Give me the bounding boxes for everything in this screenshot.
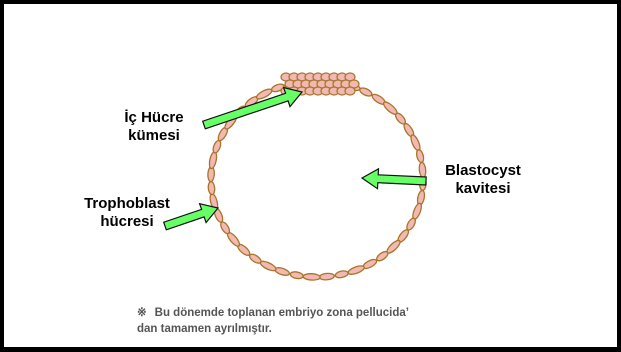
inner-cell bbox=[345, 87, 355, 95]
trophoblast-cell bbox=[303, 273, 320, 280]
footnote-line2: dan tamamen ayrılmıştır. bbox=[137, 321, 577, 337]
blastocyst-cavity-label-line1: Blastocyst bbox=[428, 162, 538, 180]
footnote-text-1: Bu dönemde toplanan embriyo zona pelluci… bbox=[155, 307, 409, 319]
blastocyst-cavity-label-line2: kavitesi bbox=[428, 180, 538, 198]
inner-cell-mass-label-line2: kümesi bbox=[104, 127, 204, 145]
footnote: ※ Bu dönemde toplanan embriyo zona pelluc… bbox=[137, 305, 577, 337]
blastocyst-cavity-label: Blastocyst kavitesi bbox=[428, 162, 538, 198]
trophoblast-label: Trophoblast hücresi bbox=[67, 195, 187, 231]
trophoblast-label-line1: Trophoblast bbox=[67, 195, 187, 213]
inner-cell-mass-label: İç Hücre kümesi bbox=[104, 109, 204, 145]
trophoblast-label-line2: hücresi bbox=[67, 213, 187, 231]
footnote-symbol: ※ bbox=[137, 307, 147, 319]
inner-cell-mass-label-line1: İç Hücre bbox=[104, 109, 204, 127]
footnote-line1: ※ Bu dönemde toplanan embriyo zona pelluc… bbox=[137, 305, 577, 321]
